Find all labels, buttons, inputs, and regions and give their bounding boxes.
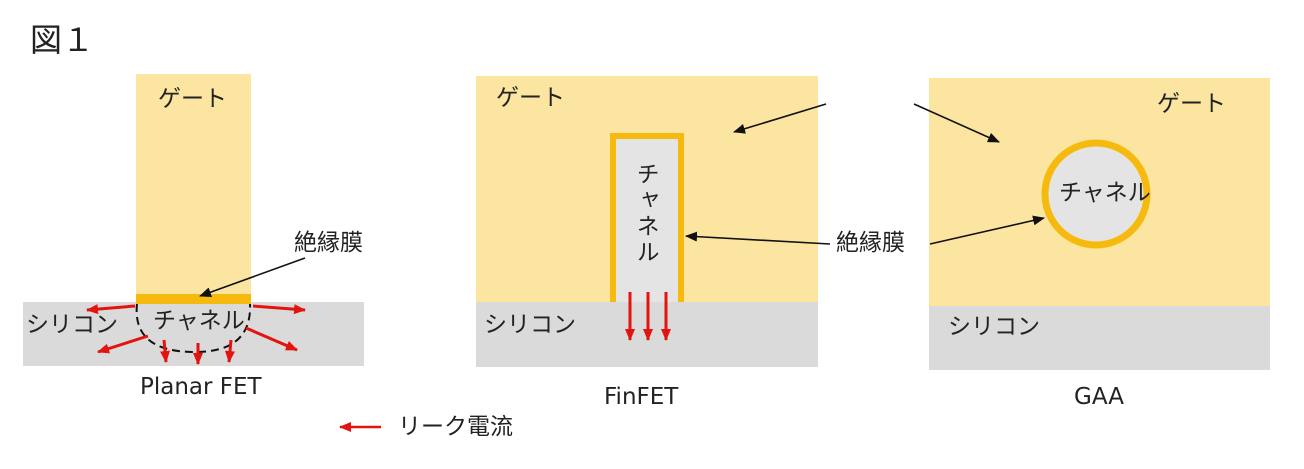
gaa-channel-label: チャネル xyxy=(1059,180,1151,206)
finfet-gate-pointer xyxy=(733,103,827,134)
planar-insulator-label: 絶縁膜 xyxy=(294,230,363,256)
gaa-insulator-pointer xyxy=(929,215,1045,245)
gaa-caption: GAA xyxy=(1074,384,1124,410)
leak-arrow xyxy=(160,339,170,363)
finfet-insulator xyxy=(610,133,684,302)
finfet-insulator-pointer xyxy=(685,231,831,245)
finfet-channel-label: チャネル xyxy=(632,162,658,266)
finfet-silicon-label: シリコン xyxy=(484,312,576,338)
leak-arrow xyxy=(252,304,306,315)
gaa-silicon-label: シリコン xyxy=(948,314,1040,340)
finfet-leak-arrows xyxy=(625,292,671,341)
planar-channel-label: チャネル xyxy=(153,308,245,334)
shared-insulator-label: 絶縁膜 xyxy=(836,230,905,256)
leak-arrow xyxy=(245,326,298,352)
leak-arrow xyxy=(86,304,136,315)
finfet-gate-label: ゲート xyxy=(496,85,565,111)
planar-leak-arrows xyxy=(86,304,306,365)
gaa-channel xyxy=(1041,139,1151,249)
legend-leak-label: リーク電流 xyxy=(398,414,513,440)
leak-arrow xyxy=(225,339,235,363)
planar-silicon-label: シリコン xyxy=(26,312,118,338)
gaa-gate-pointer xyxy=(913,103,1000,143)
planar-gate xyxy=(136,74,251,294)
gaa-silicon xyxy=(929,306,1270,370)
planar-caption: Planar FET xyxy=(140,374,262,400)
gaa-gate-label: ゲート xyxy=(1157,91,1226,117)
finfet-caption: FinFET xyxy=(604,384,679,410)
planar-gate-label: ゲート xyxy=(158,86,227,112)
figure-title: 図１ xyxy=(30,21,95,59)
planar-insulator xyxy=(136,294,251,304)
leak-arrow xyxy=(97,334,149,354)
planar-insulator-pointer xyxy=(199,257,306,297)
